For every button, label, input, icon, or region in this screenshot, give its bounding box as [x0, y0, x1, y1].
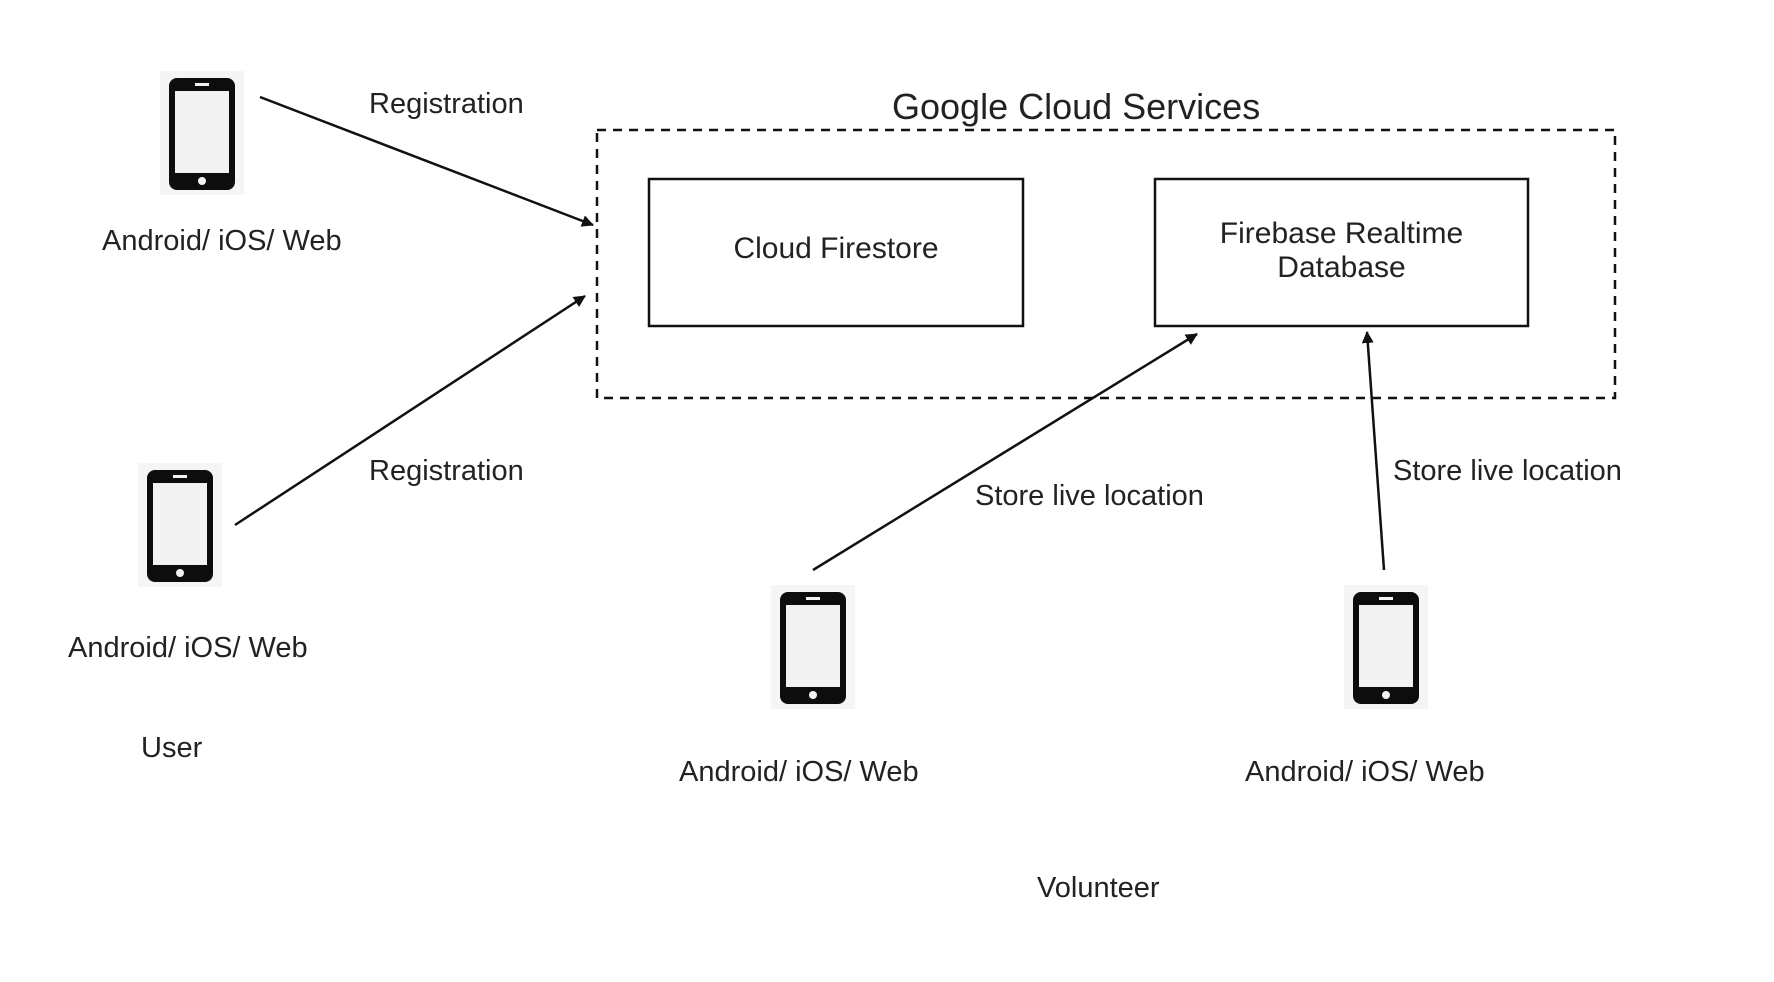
smartphone-icon — [138, 463, 222, 587]
volunteer-right-store-arrow — [1361, 331, 1386, 571]
cloud-firestore-label: Cloud Firestore — [733, 232, 939, 265]
device-label-volunteer-left: Android/ iOS/ Web — [679, 756, 919, 788]
smartphone-icon — [771, 585, 855, 709]
container-title: Google Cloud Services — [892, 86, 1261, 127]
firebase-realtime-line-1: Firebase Realtime — [1219, 217, 1464, 250]
device-label-volunteer-right: Android/ iOS/ Web — [1245, 756, 1485, 788]
group-label-volunteer: Volunteer — [1037, 872, 1160, 904]
device-label-user-bottom: Android/ iOS/ Web — [68, 632, 308, 664]
store-live-location-label-left: Store live location — [975, 480, 1204, 512]
firebase-realtime-database-box — [1153, 177, 1530, 328]
registration-label-top: Registration — [369, 88, 524, 120]
smartphone-icon — [1344, 585, 1428, 709]
smartphone-icon — [160, 71, 244, 195]
volunteer-left-store-arrow — [812, 332, 1198, 572]
firebase-realtime-line-2: Database — [1277, 251, 1406, 284]
user-top-registration-arrow — [259, 95, 594, 227]
registration-label-bottom: Registration — [369, 455, 524, 487]
store-live-location-label-right: Store live location — [1393, 455, 1622, 487]
device-label-user-top: Android/ iOS/ Web — [102, 225, 342, 257]
google-cloud-services-container — [595, 128, 1617, 400]
firebase-realtime-database-label: Firebase Realtime Database — [1155, 217, 1528, 285]
cloud-firestore-box — [647, 177, 1025, 328]
group-label-user: User — [141, 732, 203, 764]
user-bottom-registration-arrow — [234, 294, 586, 527]
